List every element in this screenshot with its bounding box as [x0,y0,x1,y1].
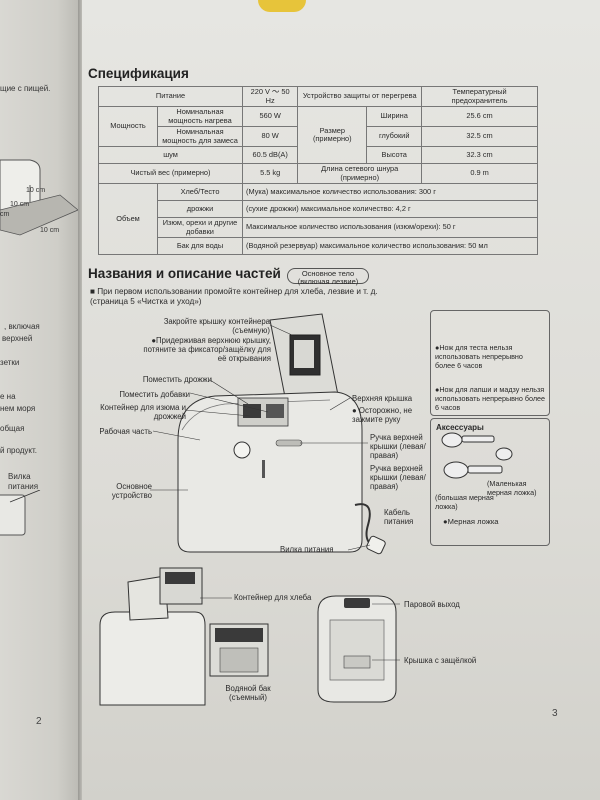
small-spoon-label: (Маленькая мерная ложка) [487,479,537,497]
spec-cell: Размер (примерно) [297,106,368,164]
yellow-object [258,0,306,12]
label-lid-hold: ●Придерживая верхнюю крышку, потяните за… [143,336,271,363]
spec-cell: 220 V ～ 50 Hz [241,86,299,107]
left-page: щие с пищей. 10 cm 10 cm 10 cm cm , вклю… [0,0,82,800]
spec-cell: Мощность [98,106,158,147]
label-caution: ● Осторожно, не зажмите руку [352,406,413,424]
blade-note-1: ●Нож для теста нельзя использовать непре… [435,343,523,370]
left-dim: 10 cm [10,201,30,208]
label-put-add: Поместить добавки [119,390,190,399]
note-line: (страница 5 «Чистка и уход») [90,297,202,306]
label-water-tank: Водяной бак (съемный) [225,684,271,702]
measuring-spoon-label: ●Мерная ложка [443,517,499,526]
label-steam: Паровой выход [404,600,460,609]
spec-cell: Объем [98,183,158,255]
left-illustration [0,159,79,236]
label-work-part: Рабочая часть [99,427,152,436]
label-put-yeast: Поместить дрожжи [142,375,212,384]
label-latch-lid: Крышка с защёлкой [404,656,477,665]
left-text: питания [8,482,39,491]
left-dim: 10 cm [26,187,46,194]
left-dim: 10 cm [40,227,60,234]
label-bread-container: Контейнер для хлеба [234,593,312,602]
spec-table: Питание 220 V ～ 50 Hz Устройство защиты … [98,86,538,255]
left-text: Вилка [8,472,31,481]
label-cable: Кабель питания [384,508,414,526]
left-page-number: 2 [36,716,42,727]
left-text: щие с пищей. [0,84,51,93]
label-plug: Вилка питания [280,545,334,554]
spec-cell: Бак для воды [157,237,243,255]
right-page-number: 3 [552,708,558,719]
body-badge: Основное тело (включая лезвие) [287,268,369,285]
label-main-device: Основное устройство [111,482,152,500]
first-use-note: ■ При первом использовании промойте конт… [90,287,410,307]
accessories-box: Аксессуары (Маленькая мерная ложка) (бол… [430,418,550,546]
label-handle-1: Ручка верхней крышки (левая/правая) [370,433,426,460]
accessories-title: Аксессуары [436,423,484,432]
label-handle-2: Ручка верхней крышки (левая/правая) [370,464,426,491]
blade-note-2: ●Нож для лапши и мадзу нельзя использова… [435,385,546,412]
blade-warning-box: ●Нож для теста нельзя использовать непре… [430,310,550,416]
spec-cell: (Водяной резервуар) максимальное количес… [242,237,538,255]
left-text: е на [0,392,16,401]
parts-title: Названия и описание частей [88,266,281,281]
left-text: , включая [4,322,40,331]
label-raisin-container: Контейнер для изюма и дрожжей [100,403,186,421]
left-plug-illustration [0,490,41,536]
left-dim: cm [0,211,10,218]
left-text: верхней [2,334,33,343]
label-lid-close: Закройте крышку контейнера (съемную) [163,317,270,335]
left-text: й продукт. [0,446,38,455]
book-spine [78,0,84,800]
note-line: ■ При первом использовании промойте конт… [90,287,378,296]
big-spoon-label: (большая мерная ложка) [435,493,494,511]
spec-title: Спецификация [88,66,189,81]
label-top-lid: Верхняя крышка [352,394,413,403]
left-text: зетки [0,358,20,367]
left-text: общая [0,424,25,433]
left-text: нем моря [0,404,36,413]
